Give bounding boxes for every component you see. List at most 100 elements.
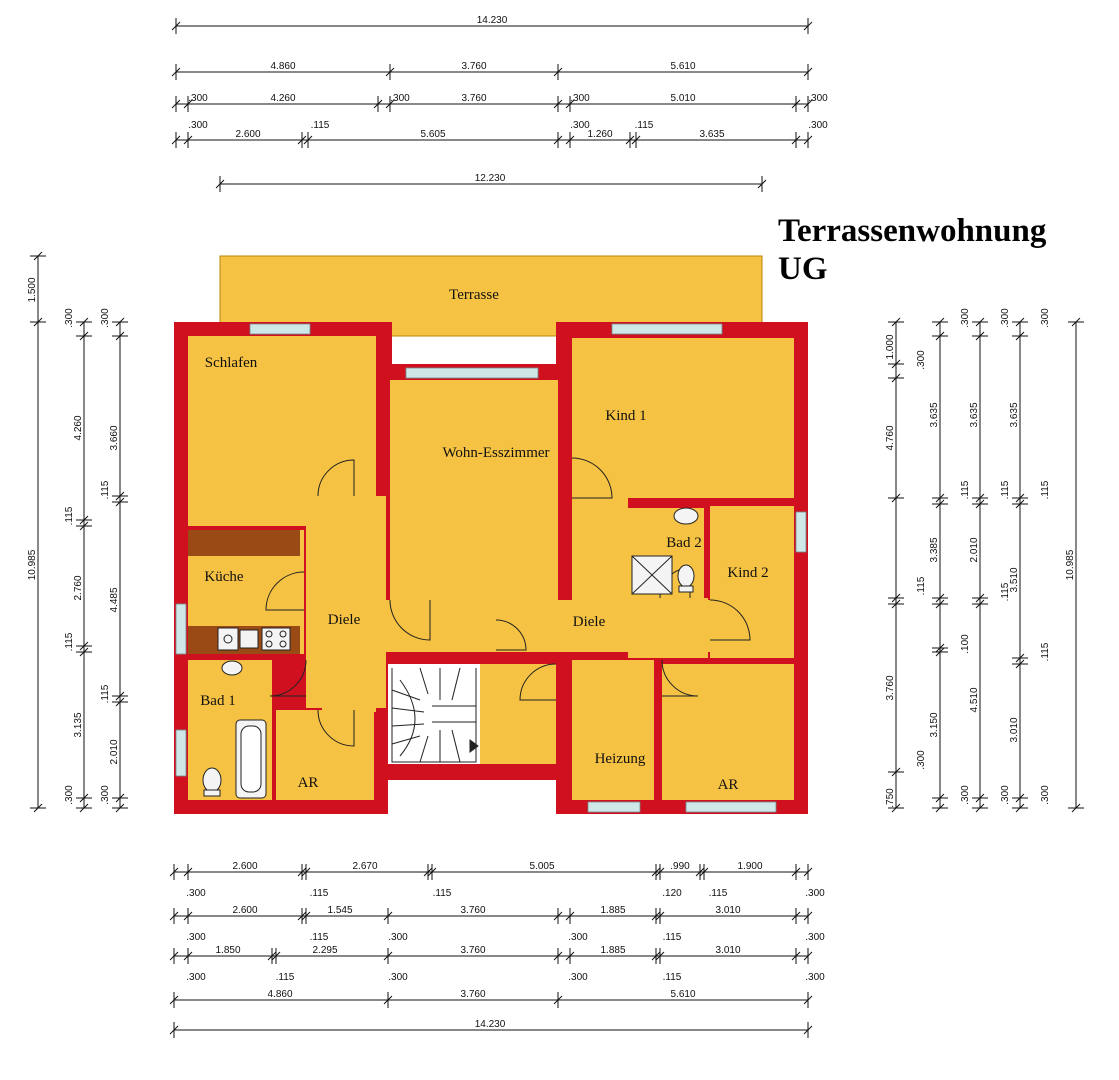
dimension-tick (699, 867, 709, 877)
dimension-label: .300 (805, 972, 825, 983)
dimension-tick (79, 793, 89, 803)
stove-icon (261, 627, 291, 651)
dimension-label: .300 (1000, 308, 1011, 328)
plan-title-line2: UG (778, 251, 828, 287)
dimension-label: .300 (960, 785, 971, 805)
label-terrasse: Terrasse (449, 287, 499, 303)
dimension-label: .300 (568, 972, 588, 983)
dimension-tick (891, 359, 901, 369)
dimension-tick (1015, 653, 1025, 663)
dimension-label: .300 (808, 93, 828, 104)
room-schlafen (188, 336, 376, 526)
dimension-label: 2.010 (109, 739, 120, 764)
dimension-label: .115 (433, 888, 452, 899)
dimension-label: .300 (64, 785, 75, 805)
dimension-tick (935, 599, 945, 609)
dimension-tick (803, 21, 813, 31)
dimension-tick (891, 593, 901, 603)
dimension-label: 4.510 (969, 687, 980, 712)
dimension-label: 3.760 (460, 945, 485, 956)
dimension-tick (115, 317, 125, 327)
label-bad2: Bad 2 (666, 535, 701, 551)
dimension-label: .115 (916, 576, 927, 595)
dimension-label: .300 (1040, 785, 1051, 805)
dimension-tick (975, 499, 985, 509)
label-ar-left: AR (298, 775, 319, 791)
dimension-label: .300 (188, 93, 208, 104)
dimension-label: 2.010 (969, 537, 980, 562)
dimension-tick (1015, 331, 1025, 341)
dimension-tick (655, 911, 665, 921)
hall-left (306, 496, 386, 708)
dimension-tick (383, 995, 393, 1005)
dimension-label: 3.135 (73, 712, 84, 737)
dimension-tick (757, 179, 767, 189)
dimension-tick (383, 951, 393, 961)
dimension-tick (79, 515, 89, 525)
dimension-tick (553, 67, 563, 77)
dimension-label: 2.760 (73, 575, 84, 600)
dimension-label: 1.900 (737, 861, 762, 872)
dimension-label: 2.600 (232, 861, 257, 872)
dimension-tick (169, 911, 179, 921)
dimension-tick (79, 647, 89, 657)
dimension-tick (183, 911, 193, 921)
dimension-label: .300 (570, 93, 590, 104)
dimension-tick (169, 1025, 179, 1035)
dimension-tick (169, 951, 179, 961)
dimension-label: 1.885 (600, 905, 625, 916)
doors (265, 457, 751, 747)
dimension-label: .115 (276, 972, 295, 983)
dimension-tick (115, 803, 125, 813)
label-schlafen: Schlafen (205, 355, 258, 371)
dimension-label: 3.010 (715, 905, 740, 916)
dimension-tick (935, 493, 945, 503)
dimension-label: 3.635 (1009, 402, 1020, 427)
dimension-label: 4.760 (885, 425, 896, 450)
washbasin-icon (673, 507, 699, 525)
dimension-tick (297, 867, 307, 877)
dimension-tick (553, 99, 563, 109)
window-wohn (405, 367, 539, 379)
dimension-tick (791, 951, 801, 961)
dimension-tick (79, 641, 89, 651)
dimension-tick (975, 493, 985, 503)
hall-right (572, 498, 628, 608)
dimension-tick (1071, 317, 1081, 327)
dimension-label: .115 (960, 480, 971, 499)
dimension-label: .300 (805, 888, 825, 899)
dimension-tick (115, 691, 125, 701)
dimension-label: 14.230 (477, 15, 508, 26)
washbasin-icon (221, 660, 243, 676)
dimension-label: .300 (64, 308, 75, 328)
dimension-label: .115 (310, 888, 329, 899)
dimension-tick (115, 497, 125, 507)
dimension-tick (553, 135, 563, 145)
dimension-label: 3.150 (929, 712, 940, 737)
dimension-label: .300 (808, 120, 828, 131)
dimension-tick (565, 99, 575, 109)
window-heizung (587, 801, 641, 813)
dimension-tick (975, 599, 985, 609)
dimension-label: 1.850 (215, 945, 240, 956)
dimension-label: .990 (670, 861, 690, 872)
dimension-tick (975, 317, 985, 327)
label-kind2: Kind 2 (727, 565, 768, 581)
dimension-tick (423, 867, 433, 877)
dimension-label: 5.610 (670, 61, 695, 72)
dimension-tick (791, 99, 801, 109)
dimension-label: 3.635 (969, 402, 980, 427)
kitchen-counter-top (188, 530, 300, 556)
dimension-label: .300 (568, 932, 588, 943)
dimension-label: 1.500 (27, 277, 38, 302)
dimension-label: .115 (310, 932, 329, 943)
dimension-label: 12.230 (475, 173, 506, 184)
dimension-label: .300 (916, 350, 927, 370)
window-kind1 (611, 323, 723, 335)
dimension-label: 5.605 (420, 129, 445, 140)
dimension-tick (385, 99, 395, 109)
kitchen-fittings (188, 530, 300, 654)
dimension-tick (791, 867, 801, 877)
dimension-tick (301, 911, 311, 921)
